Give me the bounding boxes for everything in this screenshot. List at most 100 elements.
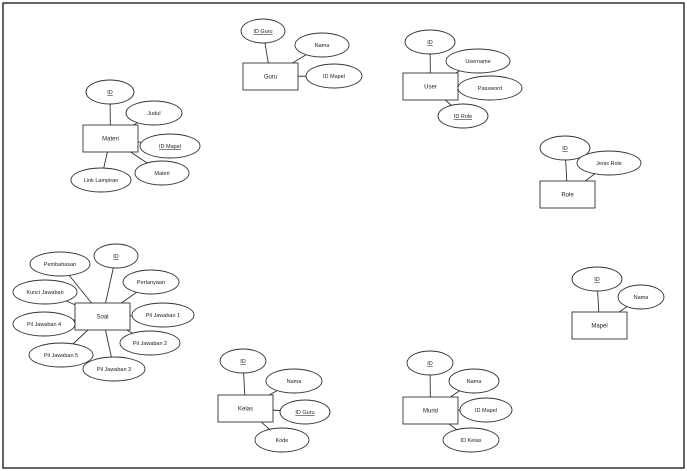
attribute-ellipse <box>240 18 286 44</box>
attribute-label: Username <box>465 59 490 65</box>
attribute-username: Username <box>445 48 511 74</box>
attribute-label: Link Lampiran <box>84 178 119 184</box>
attribute-ellipse <box>82 356 146 382</box>
attribute-ellipse <box>406 350 454 376</box>
attribute-pil-jawaban-4: Pil Jawaban 4 <box>12 311 76 337</box>
attribute-label: Nama <box>287 379 303 385</box>
attribute-ellipse <box>571 266 623 292</box>
attribute-label: ID Kelas <box>461 438 482 444</box>
attribute-label: ID Role <box>454 114 472 120</box>
attribute-id: ID <box>93 243 139 269</box>
attribute-label: Pertanyaan <box>137 280 165 286</box>
attribute-label: ID Guru <box>295 410 314 416</box>
attribute-id-mapel: ID Mapel <box>459 397 513 423</box>
attribute-label: ID <box>113 254 119 260</box>
attribute-id: ID <box>219 348 267 374</box>
attribute-pertanyaan: Pertanyaan <box>122 269 180 295</box>
attribute-label: Pil Jawaban 4 <box>27 322 61 328</box>
attribute-id-guru: ID Guru <box>240 18 286 44</box>
attribute-label: Password <box>478 86 502 92</box>
attribute-label: ID <box>240 359 246 365</box>
entity-label: Guru <box>264 75 277 81</box>
attribute-materi: Materi <box>134 160 190 186</box>
attribute-ellipse <box>294 32 350 58</box>
attribute-label: ID <box>562 146 568 152</box>
attribute-ellipse <box>279 399 331 425</box>
attribute-ellipse <box>576 150 642 176</box>
entity-label: User <box>424 85 437 91</box>
attribute-jenis-role: Jenis Role <box>576 150 642 176</box>
attribute-id-mapel: ID Mapel <box>139 133 201 159</box>
attribute-id: ID <box>571 266 623 292</box>
entity-box <box>402 72 459 101</box>
attribute-ellipse <box>119 330 181 356</box>
attribute-label: ID <box>107 90 113 96</box>
entity-label: Soal <box>96 315 108 321</box>
entity-box <box>539 180 596 209</box>
attribute-label: Pil Jawaban 2 <box>133 341 167 347</box>
attribute-ellipse <box>404 29 456 55</box>
attribute-id-kelas: ID Kelas <box>442 427 500 453</box>
attribute-kunci-jawaban: Kunci Jawaban <box>12 279 78 305</box>
attribute-label: Pil Jawaban 1 <box>146 313 180 319</box>
attribute-nama: Nama <box>265 368 323 394</box>
attribute-ellipse <box>617 284 665 310</box>
attribute-ellipse <box>448 368 500 394</box>
attribute-label: Judul <box>147 111 160 117</box>
attribute-ellipse <box>28 342 94 368</box>
attribute-ellipse <box>85 79 135 105</box>
attribute-label: Pembahasan <box>44 262 76 268</box>
attribute-nama: Nama <box>448 368 500 394</box>
attribute-label: ID Mapel <box>475 408 497 414</box>
attribute-pembahasan: Pembahasan <box>29 251 91 277</box>
attribute-ellipse <box>254 427 310 453</box>
attribute-ellipse <box>122 269 180 295</box>
attribute-label: Nama <box>467 379 483 385</box>
attribute-label: ID <box>427 361 433 367</box>
attribute-ellipse <box>131 302 195 328</box>
attribute-nama: Nama <box>617 284 665 310</box>
attribute-label: Nama <box>315 43 331 49</box>
attribute-pil-jawaban-1: Pil Jawaban 1 <box>131 302 195 328</box>
attribute-ellipse <box>459 397 513 423</box>
attribute-label: Pil Jawaban 5 <box>44 353 78 359</box>
attribute-label: Materi <box>154 171 169 177</box>
attribute-nama: Nama <box>294 32 350 58</box>
attribute-ellipse <box>445 48 511 74</box>
attribute-label: Nama <box>634 295 650 301</box>
attribute-ellipse <box>219 348 267 374</box>
entity-label: Murid <box>423 409 438 415</box>
entity-box <box>402 396 459 425</box>
attribute-id-guru: ID Guru <box>279 399 331 425</box>
attribute-label: ID Mapel <box>323 74 345 80</box>
attribute-kode: Kode <box>254 427 310 453</box>
attribute-id: ID <box>404 29 456 55</box>
attribute-ellipse <box>539 135 591 161</box>
attribute-ellipse <box>437 103 489 129</box>
attribute-id: ID <box>539 135 591 161</box>
attribute-label: ID Guru <box>253 29 272 35</box>
attribute-id: ID <box>85 79 135 105</box>
attribute-ellipse <box>139 133 201 159</box>
attribute-link-lampiran: Link Lampiran <box>70 167 132 193</box>
attribute-judul: Judul <box>125 100 183 126</box>
attribute-label: ID <box>594 277 600 283</box>
attribute-ellipse <box>70 167 132 193</box>
attribute-label: ID <box>427 40 433 46</box>
attribute-pil-jawaban-5: Pil Jawaban 5 <box>28 342 94 368</box>
entity-label: Kelas <box>238 407 253 413</box>
attribute-label: Jenis Role <box>596 161 622 167</box>
entity-label: Role <box>561 193 574 199</box>
attribute-id-mapel: ID Mapel <box>305 63 363 89</box>
entity-box <box>217 394 274 423</box>
